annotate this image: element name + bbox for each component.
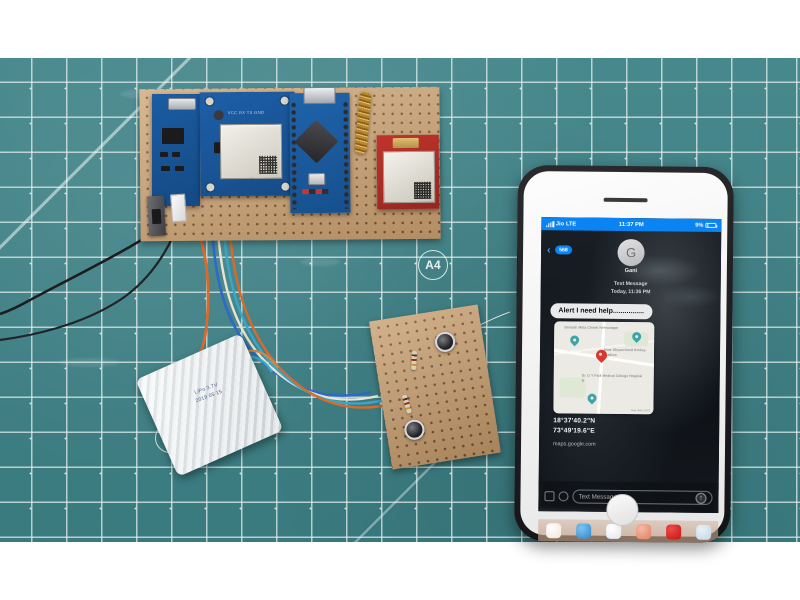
maps-link[interactable]: maps.google.com [553,441,596,448]
map-pin-teal [568,333,582,347]
gsm-qr-code [414,181,432,199]
smd-component [160,152,168,157]
home-button[interactable] [606,493,639,527]
nano-status-leds [302,188,329,195]
phone-screen[interactable]: Jio LTE 11:37 PM 9% ‹ 568 G [538,217,722,513]
push-button-bottom[interactable] [402,418,426,442]
battery-icon [705,222,717,229]
app-store-icon[interactable] [558,491,569,502]
longitude-label: 73°49'19.6"E [553,427,595,435]
battery-print: LiPo 3.7V 2019 05 15 [174,374,250,434]
gps-rf-shield [219,123,283,180]
status-bar-right: 9% [695,222,717,229]
avatar-initial: G [625,245,637,261]
earpiece-speaker [603,197,648,203]
gsm-rf-shield [382,150,436,204]
mat-marker-a4-label: A4 [425,258,441,272]
smd-component [172,152,180,157]
battery-percent-label: 9% [695,222,704,229]
contact-avatar[interactable]: G [617,238,645,267]
nano-header-left [289,101,299,210]
maps-icon[interactable] [695,524,711,540]
phone-icon[interactable] [545,522,561,538]
message-bubble-alert: Alert I need help................ [550,303,653,320]
message-timestamp-block: Text Message Today, 11:36 PM [541,279,721,297]
mat-diagonal-guide-2 [230,458,450,542]
mounting-hole [280,181,291,192]
music-icon[interactable] [635,523,651,539]
contact-name-label[interactable]: Gani [624,268,638,275]
mat-scuff [60,358,120,367]
gps-qr-code [259,155,278,174]
button-perfboard [368,304,502,470]
camera-icon[interactable] [544,491,555,502]
mat-scuff [300,258,340,266]
smd-component [175,166,184,171]
power-slide-switch[interactable] [146,195,167,237]
map-pin-teal [585,391,599,406]
nano-microcontroller [294,119,339,164]
send-button[interactable]: ↑ [695,492,707,504]
mounting-hole [204,96,215,107]
coordinates-block: 18°37'40.2"N 73°49'19.6"E [553,416,595,436]
charger-ic [162,128,184,144]
map-label-0: Santosh Mata Chowk Nehrunagar [564,325,619,330]
mat-marker-a4: A4 [418,250,448,280]
mounting-hole [279,95,290,106]
resistor [411,350,418,371]
phone-front-panel: Jio LTE 11:37 PM 9% ‹ 568 G [520,170,728,543]
back-chevron-icon[interactable]: ‹ [547,244,551,257]
messages-header: ‹ 568 G Gani [541,230,721,278]
charger-module [152,94,200,206]
nano-mini-usb-port[interactable] [303,86,336,105]
nano-reset-button[interactable] [308,172,326,186]
gsm-module [376,134,440,210]
map-attribution: Map data ©2021 [631,409,651,413]
iphone-device[interactable]: Jio LTE 11:37 PM 9% ‹ 568 G [514,164,734,544]
jst-connector [170,193,187,223]
messages-icon[interactable] [575,523,591,539]
smd-component [161,166,170,171]
youtube-icon[interactable] [665,523,681,540]
gps-battery-holder [213,110,224,121]
map-label-1: Noor Dhyanchand Hockey Stadium [603,347,646,357]
map-preview-card[interactable]: Santosh Mata Chowk Nehrunagar Noor Dhyan… [553,321,655,415]
sim-card-contacts [392,137,419,149]
switch-lever[interactable] [151,208,162,225]
micro-usb-connector[interactable] [168,98,196,110]
resistor [401,394,412,414]
gps-pin-labels: VCC RX TX GND [227,109,265,116]
arduino-nano [289,86,351,214]
map-pin-teal [630,330,644,344]
gps-module: VCC RX TX GND [199,91,296,197]
push-button-top[interactable] [433,330,457,354]
unread-count-badge[interactable]: 568 [555,245,572,255]
map-pin-destination [593,347,610,364]
message-input[interactable]: Text Message ↑ [572,489,713,505]
map-label-2: Dr. D Y Patil Medical College Hospital & [581,373,643,383]
mounting-hole [205,182,216,193]
latitude-label: 18°37'40.2"N [553,417,596,425]
nano-header-right [341,100,351,209]
